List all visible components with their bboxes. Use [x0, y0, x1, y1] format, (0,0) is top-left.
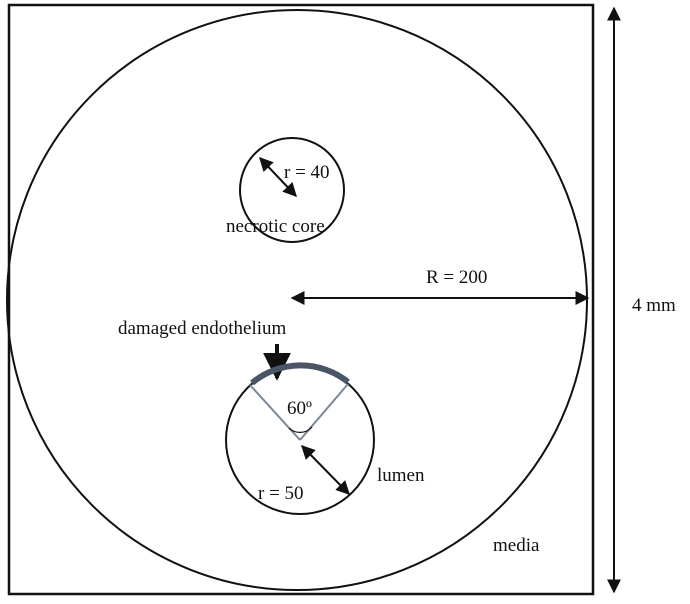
necrotic-core-circle: [239, 137, 345, 243]
necrotic-core-label: necrotic core: [226, 216, 325, 237]
angle-label: 60º: [287, 398, 312, 419]
core-radius-arrow: [259, 156, 297, 198]
lumen-radius-arrow: [301, 444, 350, 496]
media-label: media: [493, 535, 540, 556]
lumen-radius-label: r = 50: [258, 483, 304, 504]
outer-radius-label: R = 200: [426, 267, 487, 288]
domain-square: [7, 3, 595, 596]
damaged-endothelium-label: damaged endothelium: [118, 318, 287, 339]
damaged-endothelium-arc: [250, 362, 350, 386]
domain-size-label: 4 mm: [632, 295, 676, 316]
core-radius-label: r = 40: [284, 162, 330, 183]
angle-arc: [288, 426, 313, 433]
lumen-label: lumen: [377, 465, 425, 486]
sector-line-left: [249, 384, 301, 441]
